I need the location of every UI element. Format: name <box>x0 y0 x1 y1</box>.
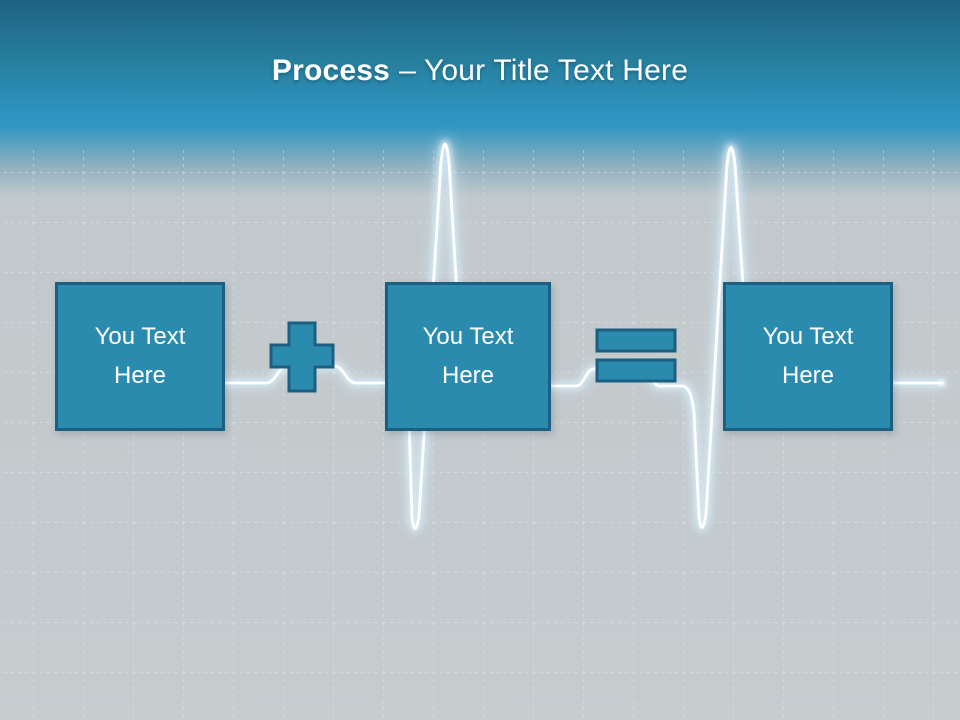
slide-title-keyword: Process <box>271 54 391 87</box>
process-box-3[interactable]: You Text Here <box>723 282 893 431</box>
process-box-1-label: You Text Here <box>94 323 186 389</box>
slide-title[interactable]: Process– Your Title Text Here <box>0 54 960 88</box>
process-box-2[interactable]: You Text Here <box>385 282 551 431</box>
slide-title-text: – Your Title Text Here <box>399 54 689 87</box>
plus-icon <box>269 321 335 393</box>
graph-paper-grid <box>0 150 960 720</box>
process-box-2-label: You Text Here <box>422 323 514 389</box>
process-box-3-label: You Text Here <box>762 323 854 389</box>
ekg-line-endpoint <box>938 379 946 387</box>
process-box-1[interactable]: You Text Here <box>55 282 225 431</box>
equals-icon <box>595 328 677 383</box>
